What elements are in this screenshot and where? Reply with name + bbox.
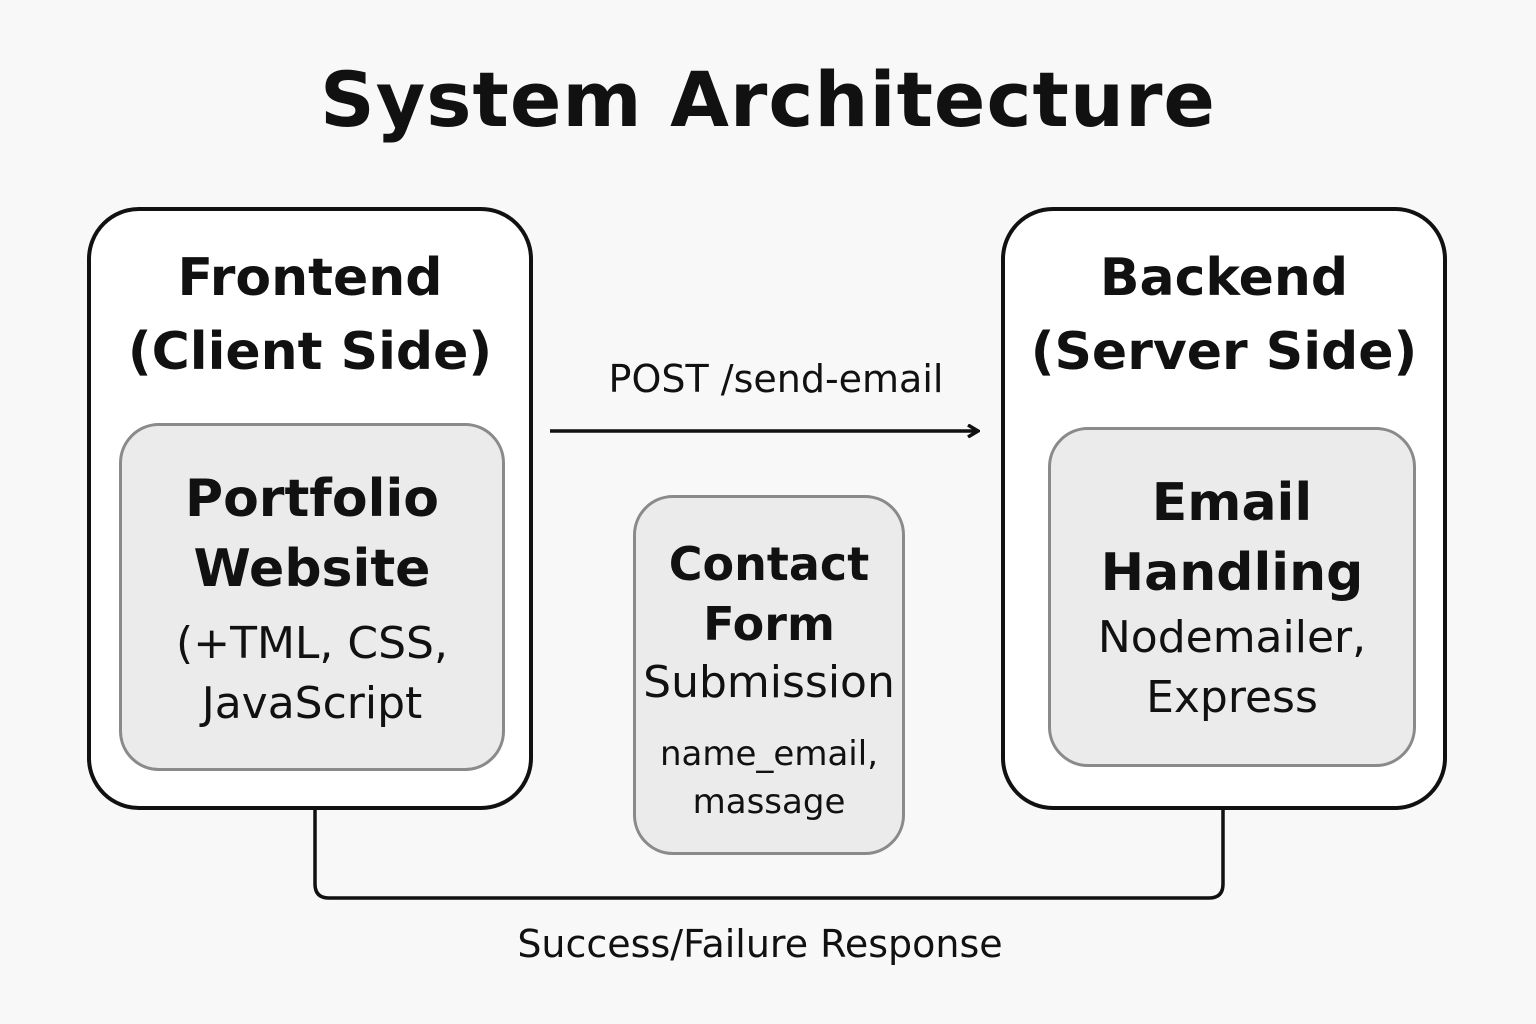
email-title-line2: Handling xyxy=(1100,543,1364,603)
backend-heading-line1: Backend xyxy=(1099,248,1349,308)
portfolio-website-box: Portfolio Website (+TML, CSS, JavaScript xyxy=(119,423,505,771)
contact-title-line3: Submission xyxy=(643,657,895,708)
email-title-line1: Email xyxy=(1151,473,1313,533)
response-connector xyxy=(313,810,1225,900)
portfolio-title-line2: Website xyxy=(193,539,431,599)
contact-fields-line2: massage xyxy=(692,782,846,822)
backend-heading: Backend (Server Side) xyxy=(1005,241,1443,389)
frontend-box: Frontend (Client Side) Portfolio Website… xyxy=(87,207,533,810)
contact-title: Contact Form Submission xyxy=(636,534,902,712)
email-tech: Nodemailer, Express xyxy=(1051,608,1413,728)
portfolio-title-line1: Portfolio xyxy=(184,469,440,529)
email-tech-line2: Express xyxy=(1146,672,1318,723)
frontend-heading: Frontend (Client Side) xyxy=(91,241,529,389)
contact-fields: name_email, massage xyxy=(636,730,902,826)
contact-title-line1: Contact xyxy=(668,537,870,591)
portfolio-title: Portfolio Website xyxy=(122,464,502,604)
contact-form-box: Contact Form Submission name_email, mass… xyxy=(633,495,905,855)
response-label: Success/Failure Response xyxy=(517,922,1003,966)
frontend-heading-line2: (Client Side) xyxy=(127,322,493,382)
contact-title-line2: Form xyxy=(703,597,835,651)
backend-heading-line2: (Server Side) xyxy=(1030,322,1418,382)
request-label: POST /send-email xyxy=(608,357,944,401)
portfolio-tech-line1: (+TML, CSS, xyxy=(176,618,448,669)
portfolio-tech-line2: JavaScript xyxy=(201,678,423,729)
portfolio-tech: (+TML, CSS, JavaScript xyxy=(122,614,502,734)
email-title: Email Handling xyxy=(1051,468,1413,608)
email-handling-box: Email Handling Nodemailer, Express xyxy=(1048,427,1416,767)
frontend-heading-line1: Frontend xyxy=(177,248,443,308)
diagram-title: System Architecture xyxy=(320,55,1216,144)
backend-box: Backend (Server Side) Email Handling Nod… xyxy=(1001,207,1447,810)
email-tech-line1: Nodemailer, xyxy=(1097,612,1367,663)
contact-fields-line1: name_email, xyxy=(660,734,878,774)
